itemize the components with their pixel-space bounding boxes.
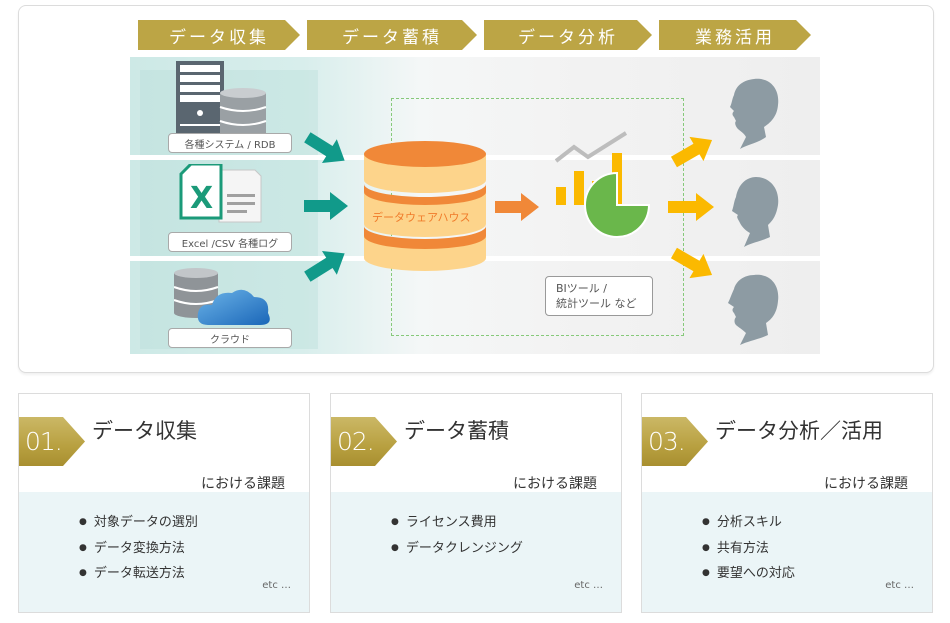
list-item: 共有方法	[702, 537, 795, 563]
list-item: データクレンジング	[391, 537, 523, 563]
card-title: データ分析／活用	[715, 419, 883, 443]
bi-chart-icon	[554, 131, 651, 238]
orange-arrow-icon	[495, 193, 539, 221]
yellow-arrow-icon	[670, 247, 713, 279]
card-number-badge: 01.	[19, 417, 85, 466]
stage-analyze: データ分析	[484, 20, 652, 50]
list-item: 要望への対応	[702, 562, 795, 588]
card-etc: etc …	[574, 580, 603, 591]
challenge-card-collect: 01. データ収集 における課題 対象データの選別 データ変換方法 データ転送方…	[18, 393, 310, 613]
user-silhouette-icon	[732, 177, 779, 247]
flow-canvas: 各種システム / RDB X Excel /CSV 各種ログ クラウド	[130, 57, 820, 354]
card-item-list: ライセンス費用 データクレンジング	[391, 511, 523, 562]
server-database-icon	[176, 61, 267, 139]
source-label-excel: Excel /CSV 各種ログ	[168, 232, 292, 252]
bi-tools-label: BIツール / 統計ツール など	[545, 276, 653, 316]
card-item-list: 分析スキル 共有方法 要望への対応	[702, 511, 795, 588]
yellow-arrow-icon	[668, 193, 714, 221]
user-silhouette-icon	[728, 274, 779, 345]
source-label-rdb: 各種システム / RDB	[168, 133, 292, 153]
stage-utilize: 業務活用	[659, 20, 811, 50]
list-item: 対象データの選別	[79, 511, 198, 537]
source-label-cloud: クラウド	[168, 328, 292, 348]
card-etc: etc …	[262, 580, 291, 591]
list-item: 分析スキル	[702, 511, 795, 537]
teal-arrow-icon	[304, 192, 348, 220]
user-silhouette-icon	[730, 78, 779, 149]
yellow-arrow-icon	[670, 136, 713, 168]
list-item: ライセンス費用	[391, 511, 523, 537]
stage-collect: データ収集	[138, 20, 300, 50]
card-item-list: 対象データの選別 データ変換方法 データ転送方法	[79, 511, 198, 588]
card-subtitle: における課題	[201, 476, 285, 492]
list-item: データ転送方法	[79, 562, 198, 588]
card-number-badge: 02.	[331, 417, 397, 466]
card-title: データ蓄積	[404, 419, 509, 443]
excel-document-icon: X	[179, 164, 262, 223]
cloud-database-icon	[174, 268, 270, 325]
teal-arrow-icon	[304, 132, 345, 163]
card-number-badge: 03.	[642, 417, 708, 466]
stage-store: データ蓄積	[307, 20, 477, 50]
card-etc: etc …	[885, 580, 914, 591]
data-warehouse-icon	[364, 141, 486, 271]
svg-text:X: X	[190, 181, 213, 216]
teal-arrow-icon	[304, 251, 345, 282]
challenge-card-analyze: 03. データ分析／活用 における課題 分析スキル 共有方法 要望への対応 et…	[641, 393, 933, 613]
card-title: データ収集	[92, 419, 197, 443]
card-subtitle: における課題	[513, 476, 597, 492]
data-warehouse-label: データウェアハウス	[372, 211, 471, 224]
challenge-card-store: 02. データ蓄積 における課題 ライセンス費用 データクレンジング etc …	[330, 393, 622, 613]
card-subtitle: における課題	[824, 476, 908, 492]
list-item: データ変換方法	[79, 537, 198, 563]
